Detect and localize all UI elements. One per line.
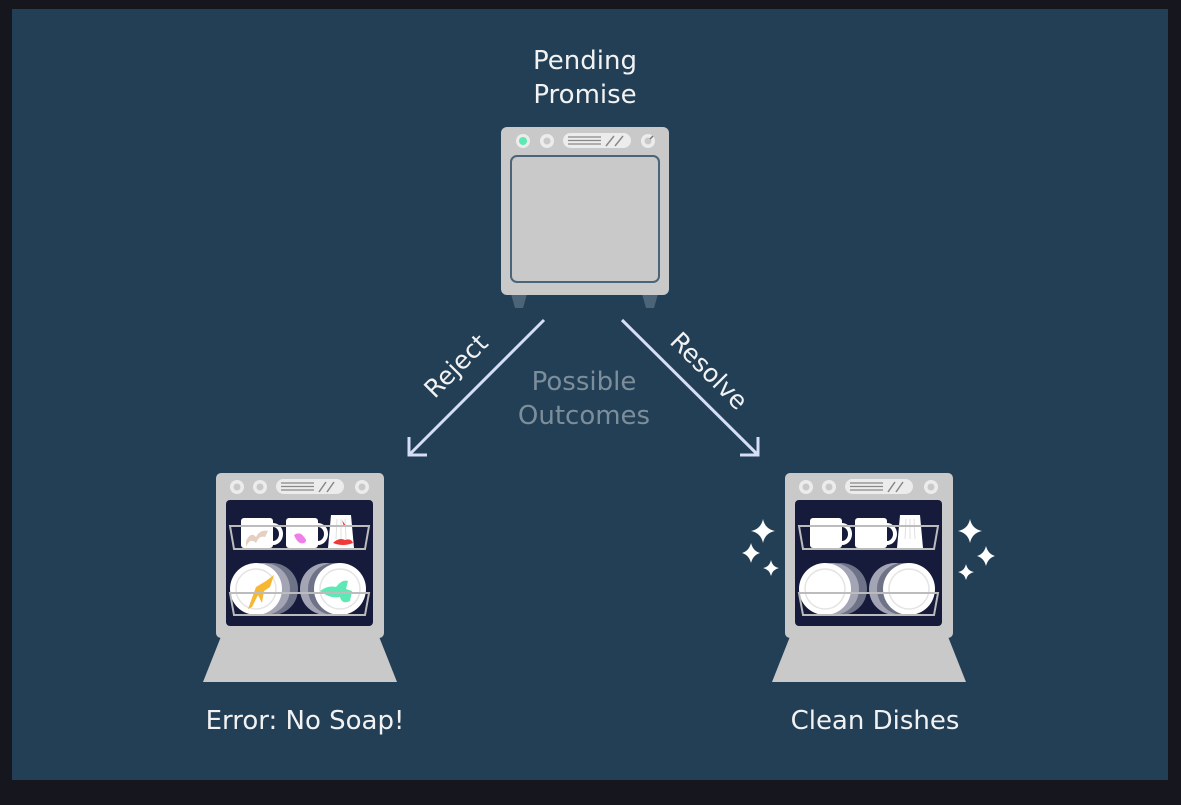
pending-promise-title: Pending Promise — [533, 46, 637, 110]
open-door — [203, 629, 397, 682]
reject-label: Reject — [418, 328, 493, 403]
glass — [897, 515, 923, 548]
sparkle-icon — [977, 546, 995, 566]
dirty-dishwasher — [203, 473, 397, 682]
resolved-outcome-label: Clean Dishes — [790, 706, 960, 736]
dishwasher-door — [510, 155, 660, 283]
sparkle-icon — [958, 519, 982, 543]
resolve-arrow — [620, 318, 760, 457]
clean-dishwasher — [772, 473, 966, 682]
pending-dishwasher — [501, 127, 669, 308]
rejected-outcome-label: Error: No Soap! — [205, 706, 405, 736]
open-door — [772, 629, 966, 682]
lower-rack — [228, 592, 371, 616]
possible-outcomes-label: Possible Outcomes — [517, 367, 651, 431]
stain-red — [333, 539, 353, 545]
plate — [883, 563, 935, 615]
sparkle-icon — [763, 560, 779, 576]
glass — [328, 515, 354, 548]
reject-arrow — [407, 318, 546, 457]
upper-rack — [228, 525, 371, 550]
sparkles — [742, 519, 995, 580]
stain-green — [320, 580, 352, 603]
plate — [799, 563, 851, 615]
stain-pink — [294, 533, 306, 544]
dishwasher-foot-right — [642, 294, 658, 308]
sparkle-icon — [958, 564, 974, 580]
lower-rack — [797, 592, 940, 616]
stain-beige — [246, 530, 268, 547]
sparkle-icon — [742, 543, 760, 563]
upper-rack — [797, 525, 940, 550]
dishwasher-foot-left — [511, 294, 527, 308]
sparkle-icon — [751, 519, 775, 543]
